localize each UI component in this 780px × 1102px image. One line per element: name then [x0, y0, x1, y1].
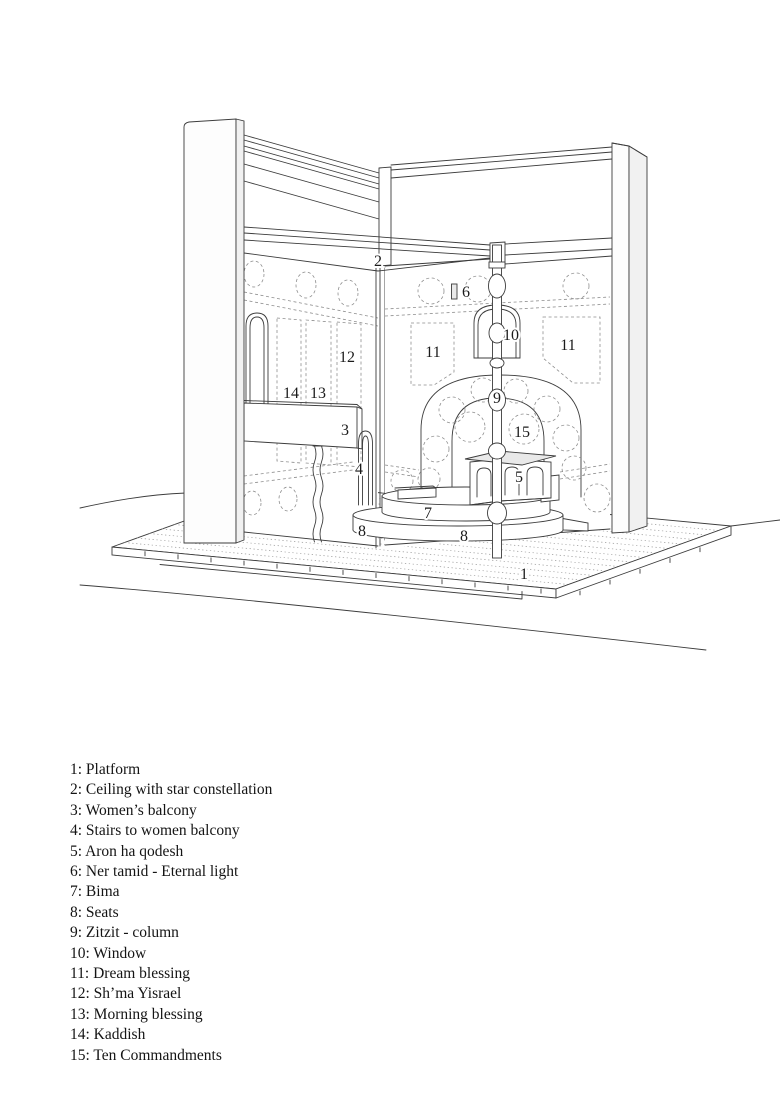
bima-lectern — [394, 485, 437, 500]
ceiling-beam-right — [504, 237, 613, 265]
legend: 1: Platform 2: Ceiling with star constel… — [70, 760, 272, 1066]
legend-item: 15: Ten Commandments — [70, 1046, 222, 1064]
wall-rosette — [417, 277, 445, 305]
label-11a: 11 — [425, 344, 440, 361]
wall-rosette — [562, 272, 590, 300]
wall-rosette — [583, 483, 611, 513]
aron-ha-qodesh — [464, 450, 560, 506]
wall-rosette — [278, 486, 298, 512]
zitzit-column — [487, 244, 507, 559]
wall-rosette — [242, 490, 262, 516]
label-12: 12 — [339, 349, 355, 366]
label-8b: 8 — [460, 528, 468, 545]
left-wall — [242, 252, 379, 548]
wall-rosette — [337, 279, 359, 307]
legend-item: 7: Bima — [70, 883, 120, 901]
aron-niche — [526, 466, 544, 496]
roof-beams-right — [390, 146, 613, 179]
label-10: 10 — [503, 327, 519, 344]
dream-blessing-panel-left — [410, 322, 455, 386]
label-2: 2 — [374, 253, 382, 270]
legend-item: 12: Sh’ma Yisrael — [70, 985, 182, 1003]
aron-niche — [504, 466, 520, 496]
arched-window-left — [245, 312, 269, 409]
plank-end-ticks — [144, 547, 701, 596]
dream-blessing-panel-right — [542, 316, 601, 384]
synagogue-axonometric-diagram: 1 2 3 4 5 6 7 8 8 9 10 11 11 12 13 14 15 — [79, 118, 780, 651]
wall-rosette — [295, 271, 317, 299]
right-pillar — [611, 142, 648, 534]
roof-beams-left — [243, 134, 380, 220]
corner-post — [378, 166, 392, 267]
legend-item: 14: Kaddish — [70, 1026, 146, 1044]
legend-item: 13: Morning blessing — [70, 1005, 203, 1023]
aron-cornice — [464, 450, 557, 466]
left-pillar — [183, 118, 245, 544]
label-14: 14 — [283, 385, 299, 402]
ceiling-beam — [243, 226, 491, 251]
label-4: 4 — [355, 461, 363, 478]
label-11b: 11 — [560, 337, 575, 354]
diagram-labels: 1 2 3 4 5 6 7 8 8 9 10 11 11 12 13 14 15 — [281, 251, 578, 585]
legend-item: 11: Dream blessing — [70, 965, 190, 983]
legend-item: 5: Aron ha qodesh — [70, 842, 184, 860]
stairs-arch — [358, 430, 373, 506]
label-15: 15 — [514, 424, 530, 441]
label-1: 1 — [520, 566, 528, 583]
label-3: 3 — [341, 422, 349, 439]
ner-tamid-lamp — [451, 283, 458, 300]
label-9: 9 — [493, 390, 501, 407]
legend-item: 2: Ceiling with star constellation — [70, 781, 273, 799]
legend-item: 6: Ner tamid - Eternal light — [70, 863, 239, 881]
legend-item: 8: Seats — [70, 903, 119, 921]
star-ceiling-panel — [243, 239, 491, 272]
legend-item: 10: Window — [70, 944, 147, 962]
label-13: 13 — [310, 385, 326, 402]
legend-item: 3: Women’s balcony — [70, 801, 197, 819]
legend-item: 1: Platform — [70, 761, 141, 778]
legend-item: 4: Stairs to women balcony — [70, 822, 240, 840]
legend-item: 9: Zitzit - column — [70, 924, 179, 942]
label-8a: 8 — [358, 523, 366, 540]
balcony-twisted-column — [312, 445, 324, 543]
ceiling-and-beams — [243, 134, 613, 272]
aron-niche — [476, 467, 492, 498]
label-7: 7 — [424, 505, 432, 522]
label-6: 6 — [462, 284, 470, 301]
ground-lines — [79, 492, 780, 651]
label-5: 5 — [515, 469, 523, 486]
